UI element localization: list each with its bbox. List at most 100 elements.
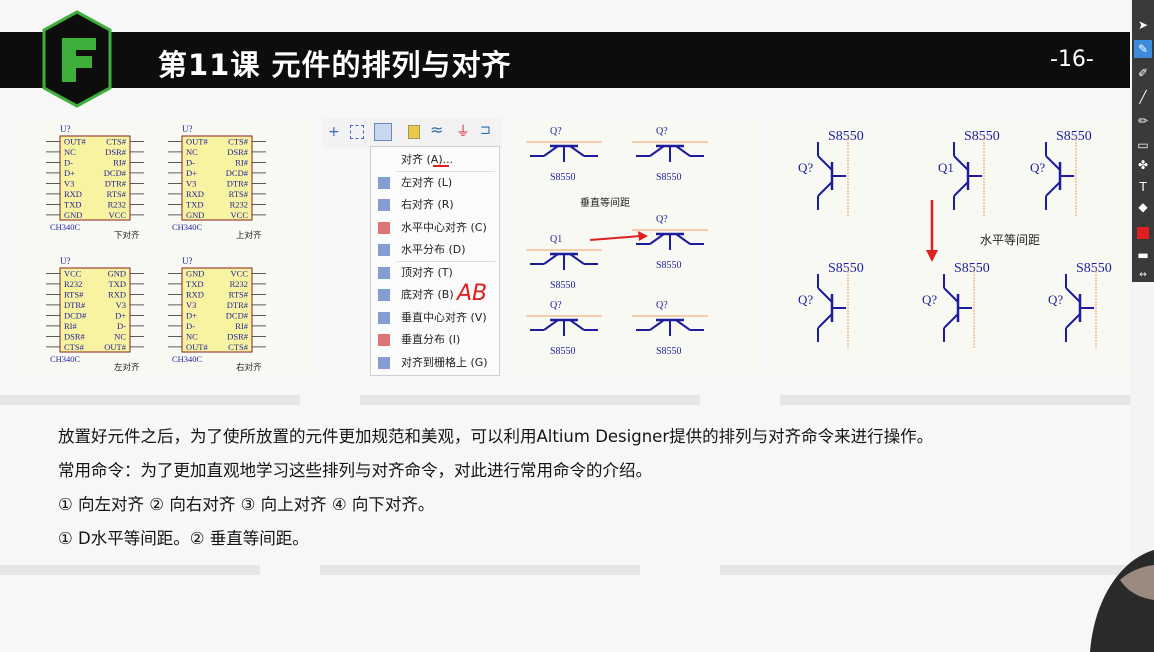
color-swatch-red[interactable]	[1134, 224, 1152, 242]
transistor-emitter	[953, 181, 969, 197]
line-icon[interactable]: ╱	[1139, 90, 1147, 104]
wire-icon[interactable]: ≈	[430, 120, 444, 139]
transistor-emitter	[675, 319, 691, 331]
align-hcenter-icon	[378, 221, 390, 234]
menu-item-label: 垂直分布 (I)	[401, 333, 461, 346]
rectangle-icon[interactable]: ▭	[1137, 138, 1149, 152]
transistor-collector	[1065, 287, 1081, 303]
menu-item-label: 水平中心对齐 (C)	[401, 220, 487, 234]
menu-separator	[397, 171, 495, 172]
transistor-ref: Q1	[550, 234, 562, 245]
pin-label-left: TXD	[186, 279, 203, 289]
move-icon[interactable]: +	[328, 124, 340, 140]
title-bar	[0, 32, 1130, 88]
brush-icon[interactable]: ✏	[1137, 114, 1149, 128]
pin-label-right: D-	[117, 321, 126, 331]
ground-icon[interactable]: ⏚	[456, 124, 470, 140]
menu-item-6[interactable]: 顶对齐 (T)	[371, 262, 499, 284]
transistor-emitter	[569, 253, 585, 265]
menu-item-9[interactable]: 垂直分布 (I)	[371, 329, 499, 351]
transistor-ref: Q?	[922, 292, 937, 307]
pin-label-left: DCD#	[64, 310, 87, 320]
transistor-part: S8550	[828, 129, 864, 144]
pen-icon[interactable]: ✎	[1134, 40, 1152, 58]
transistor-emitter	[1045, 181, 1061, 197]
pin-label-left: NC	[186, 331, 198, 341]
transistor-collector	[953, 155, 969, 171]
chip-caption: 右对齐	[236, 362, 262, 373]
expand-icon[interactable]: ↔	[1139, 270, 1147, 280]
distribute-v-icon	[378, 334, 390, 346]
marker-icon[interactable]: ✐	[1137, 66, 1149, 80]
text-icon[interactable]: T	[1139, 180, 1147, 194]
transistor-ref: Q?	[1030, 160, 1045, 175]
pin-label-left: GND	[64, 210, 82, 220]
stamp-icon[interactable]: ✤	[1137, 158, 1149, 172]
pin-label-left: R232	[64, 279, 82, 289]
pin-label-right: DTR#	[105, 178, 127, 188]
background-pattern	[0, 395, 1130, 575]
align-top-icon	[378, 266, 390, 279]
pin-label-right: CTS#	[106, 136, 127, 146]
menu-item-label: 左对齐 (L)	[401, 175, 453, 189]
chip-caption: 上对齐	[236, 230, 262, 241]
chip-icon[interactable]	[408, 125, 420, 139]
transistor-part: S8550	[550, 280, 576, 291]
menu-item-7[interactable]: 底对齐 (B)	[371, 284, 499, 306]
select-icon[interactable]	[350, 125, 364, 139]
pin-label-left: RTS#	[64, 289, 84, 299]
align-dropdown-icon[interactable]	[374, 123, 392, 141]
transistor-emitter	[569, 145, 585, 157]
transistor-ref: Q?	[550, 300, 562, 311]
presenter-video	[1090, 550, 1154, 652]
pin-label-left: D-	[64, 157, 73, 167]
pin-label-right: R232	[108, 199, 126, 209]
chip-body	[59, 135, 131, 221]
body-text: 放置好元件之后，为了使所放置的元件更加规范和美观，可以利用Altium Desi…	[58, 420, 1098, 556]
transistor-part: S8550	[828, 261, 864, 276]
pin-label-right: TXD	[109, 279, 126, 289]
distribute-h-icon	[378, 244, 390, 256]
pin-label-right: RTS#	[229, 189, 249, 199]
transistor-ref: Q1	[938, 160, 954, 175]
transistor-ref: Q?	[656, 126, 668, 137]
cursor-icon[interactable]: ➤	[1137, 18, 1149, 32]
menu-item-8[interactable]: 垂直中心对齐 (V)	[371, 307, 499, 329]
transistor-collector	[817, 287, 833, 303]
pin-label-right: RTS#	[229, 289, 249, 299]
pin-label-right: RI#	[235, 157, 249, 167]
pin-label-right: VCC	[231, 210, 249, 220]
menu-item-label: 垂直中心对齐 (V)	[401, 310, 487, 324]
eraser-icon[interactable]: ◆	[1138, 200, 1148, 214]
pin-label-left: CTS#	[64, 342, 85, 352]
pin-label-left: V3	[186, 178, 196, 188]
chip-part: CH340C	[50, 354, 81, 364]
menu-item-1[interactable]: 对齐 (A)...	[371, 149, 499, 172]
pin-label-left: DTR#	[64, 300, 86, 310]
transistor-emitter	[675, 233, 691, 245]
transistor-part: S8550	[964, 129, 1000, 144]
transistor-part: S8550	[656, 260, 682, 271]
menu-item-10[interactable]: 对齐到栅格上 (G)	[371, 352, 499, 374]
course-logo	[42, 10, 112, 108]
pin-label-right: DSR#	[105, 147, 127, 157]
figure-caption: 水平等间距	[980, 233, 1040, 247]
transistor-part: S8550	[1056, 129, 1092, 144]
menu-item-2[interactable]: 左对齐 (L)	[371, 172, 499, 194]
port-icon[interactable]: ⊐	[480, 123, 491, 138]
chip-body	[59, 267, 131, 353]
pin-label-right: R232	[230, 279, 248, 289]
pin-label-right: DTR#	[227, 300, 249, 310]
transistor-emitter	[569, 319, 585, 331]
stroke-width-icon[interactable]: ▬	[1137, 248, 1149, 262]
menu-item-4[interactable]: 水平中心对齐 (C)	[371, 217, 499, 239]
menu-item-5[interactable]: 水平分布 (D)	[371, 239, 499, 262]
arrow-head	[638, 231, 648, 241]
menu-item-3[interactable]: 右对齐 (R)	[371, 194, 499, 216]
pin-label-left: RXD	[64, 189, 82, 199]
pin-label-left: TXD	[64, 199, 81, 209]
